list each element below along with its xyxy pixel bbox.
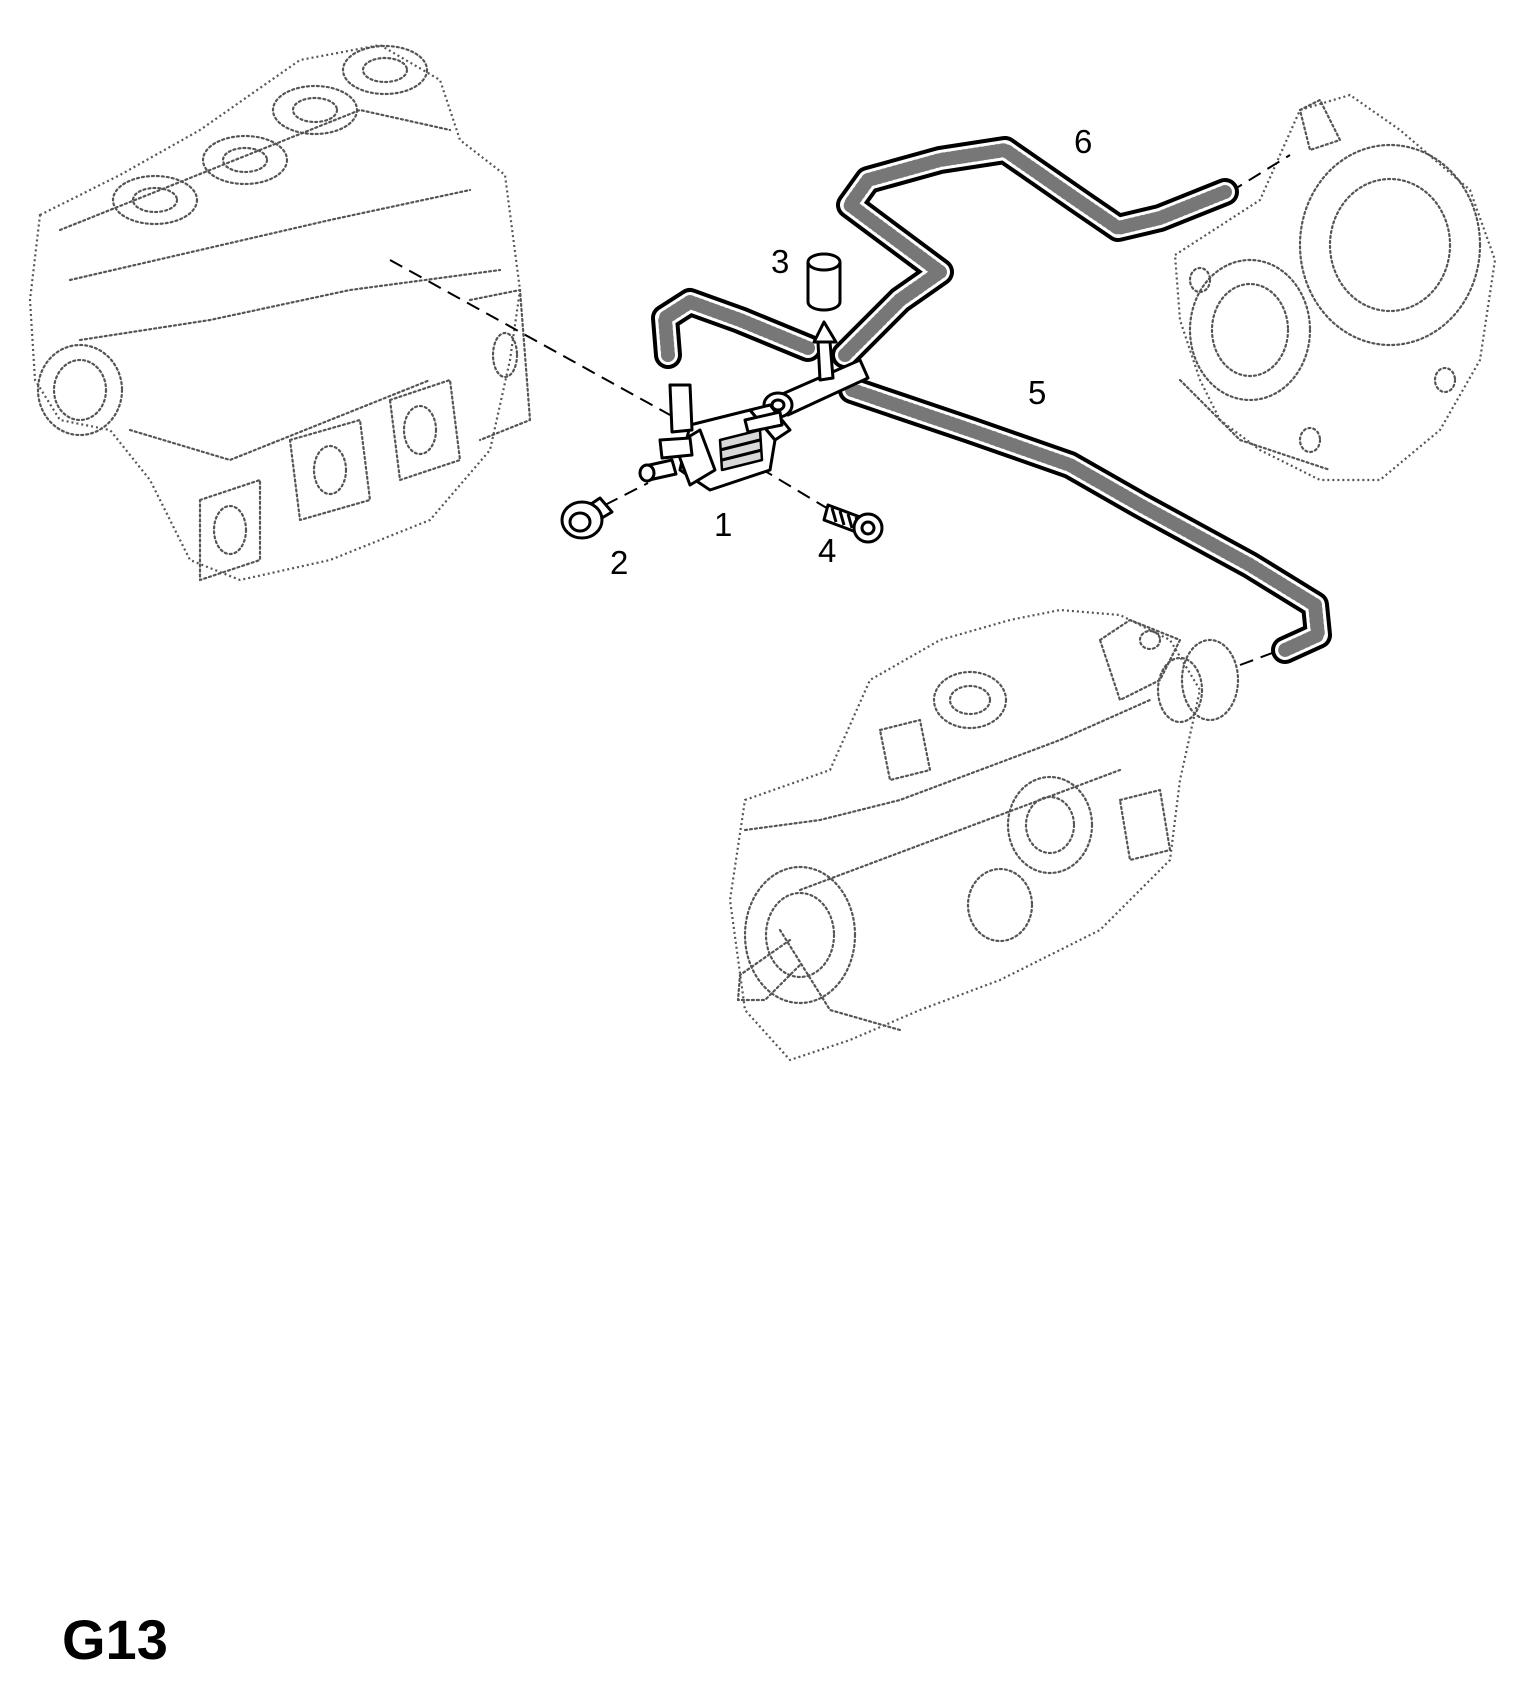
leader-valve-to-bolt bbox=[759, 467, 831, 511]
grommet-part-2 bbox=[560, 496, 614, 540]
vacuum-pump-illustration bbox=[1173, 93, 1497, 482]
callout-6: 6 bbox=[1074, 123, 1092, 160]
leader-cap-to-valve bbox=[604, 482, 649, 506]
solenoid-valve-part-1 bbox=[638, 383, 792, 492]
leader-manifold-to-valve bbox=[389, 259, 671, 416]
figure-code: G13 bbox=[62, 1608, 168, 1671]
intake-manifold-illustration bbox=[28, 43, 532, 582]
bolt-part-4 bbox=[822, 503, 884, 544]
leader-hose5-to-injpump bbox=[1239, 651, 1276, 666]
injection-pump-illustration bbox=[728, 608, 1240, 1062]
callout-4: 4 bbox=[818, 532, 836, 569]
callout-5: 5 bbox=[1028, 374, 1046, 411]
leader-lines bbox=[389, 154, 1291, 666]
cap-part-3 bbox=[806, 252, 842, 312]
hose-valve-to-tee bbox=[651, 288, 822, 369]
callout-2: 2 bbox=[610, 544, 628, 581]
callout-1: 1 bbox=[714, 506, 732, 543]
callout-3: 3 bbox=[771, 243, 789, 280]
hose-5 bbox=[838, 376, 1332, 664]
leader-hose6-to-pump bbox=[1229, 154, 1291, 193]
hose-6 bbox=[831, 136, 1239, 369]
callout-labels: 1 2 3 4 5 6 bbox=[610, 123, 1092, 581]
